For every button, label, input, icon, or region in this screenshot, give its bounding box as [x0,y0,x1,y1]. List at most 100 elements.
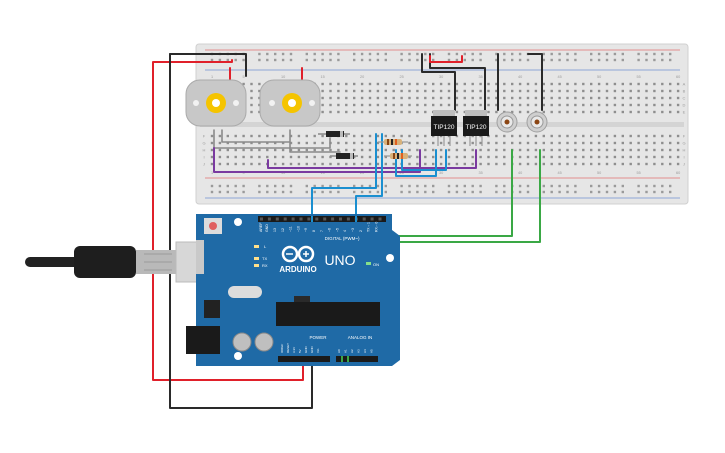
breadboard-hole [210,134,214,138]
breadboard-hole [621,141,624,145]
breadboard-hole [542,134,545,138]
rail-hole [590,190,593,194]
rx-label: RX [262,263,268,268]
header-pin[interactable] [339,217,342,221]
rail-hole [503,58,506,62]
header-pin[interactable] [378,217,382,221]
header-pin[interactable] [260,217,263,221]
header-pin[interactable] [275,217,279,221]
rail-hole [597,52,601,56]
breadboard-hole [345,96,348,100]
digital-pin-label: ~11 [289,226,293,232]
breadboard-hole [210,148,214,152]
row-letter: A [683,82,686,87]
rail-hole [234,190,237,194]
breadboard-hole [258,134,261,138]
breadboard-hole [613,148,617,152]
rail-hole [266,52,269,56]
rail-hole [503,52,506,56]
breadboard-hole [281,162,285,166]
breadboard-hole [518,96,522,100]
v33-label: 3.3V [292,347,296,353]
breadboard-hole [542,141,545,145]
potentiometer-1[interactable] [496,111,518,133]
rail-hole [400,184,403,188]
breadboard-hole [621,110,624,114]
breadboard-hole [582,162,585,166]
rail-hole [653,52,656,56]
header-pin[interactable] [370,217,374,221]
breadboard-hole [218,148,222,152]
breadboard-hole [582,134,585,138]
breadboard-hole [258,141,261,145]
breadboard-hole [550,110,553,114]
breadboard-hole [353,82,356,86]
digital-header[interactable] [258,216,386,222]
breadboard-hole [590,155,593,159]
breadboard-hole [408,110,411,114]
header-pin[interactable] [346,217,350,221]
rail-hole [376,58,380,62]
breadboard-hole [503,103,506,107]
breadboard-hole [534,82,538,86]
breadboard-hole [218,141,222,145]
breadboard-hole [439,162,443,166]
transistor-1: TIP120 [431,110,457,146]
rail-hole [329,52,332,56]
breadboard-hole [605,155,609,159]
rail-hole [337,58,340,62]
breadboard-hole [534,155,538,159]
header-pin[interactable] [267,217,271,221]
rail-hole [669,184,672,188]
breadboard-hole [353,141,356,145]
header-pin[interactable] [331,217,335,221]
breadboard-hole [234,148,237,152]
power-jack[interactable] [186,326,220,354]
mount-hole [234,352,242,360]
rail-hole [558,190,561,194]
breadboard-hole [408,89,411,93]
rail-hole [526,184,530,188]
red-power-wire [152,59,304,381]
breadboard-hole [218,134,222,138]
breadboard-hole [353,134,356,138]
breadboard-hole [503,162,506,166]
breadboard-hole [360,82,364,86]
column-number: 55 [636,75,640,79]
breadboard-hole [289,162,293,166]
gnd-label-top: GND [265,224,269,232]
analog-header[interactable] [336,356,378,362]
breadboard-hole [329,110,332,114]
header-pin[interactable] [299,217,303,221]
rail-hole [645,52,648,56]
rail-hole [337,52,340,56]
header-pin[interactable] [315,217,319,221]
potentiometer-2[interactable] [526,111,548,133]
header-pin[interactable] [307,217,311,221]
breadboard-hole [645,96,648,100]
rail-hole [218,58,222,62]
breadboard-hole [289,141,293,145]
digital-pin-label: 13 [273,228,277,232]
breadboard-hole [558,134,561,138]
breadboard-hole [637,148,640,152]
breadboard-hole [313,148,316,152]
reset-button-cap[interactable] [209,222,217,230]
breadboard-hole [321,162,324,166]
breadboard-hole [495,162,498,166]
breadboard-hole [242,155,245,159]
header-pin[interactable] [362,217,366,221]
breadboard-hole [424,148,427,152]
rail-hole [353,52,356,56]
rail-hole [376,190,380,194]
rail-hole [590,184,593,188]
header-pin[interactable] [283,217,287,221]
breadboard-hole [613,134,617,138]
rail-hole [503,190,506,194]
header-pin[interactable] [291,217,295,221]
rail-hole [597,184,601,188]
rail-hole [574,58,577,62]
header-pin[interactable] [323,217,327,221]
column-number: 40 [518,75,522,79]
power-header[interactable] [278,356,330,362]
